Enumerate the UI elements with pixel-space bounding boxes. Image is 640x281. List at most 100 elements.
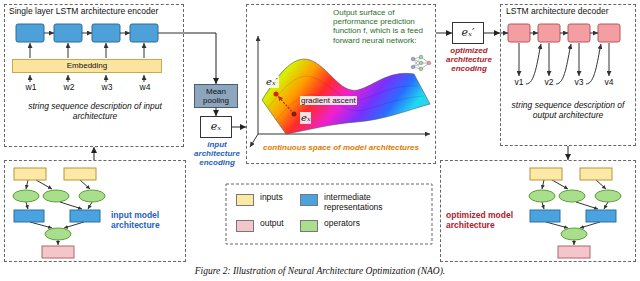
graph-link xyxy=(60,202,82,209)
architecture-panel: optimized model architecture xyxy=(440,160,636,262)
icon-neuron xyxy=(411,65,415,69)
input-block xyxy=(14,168,46,180)
panel-title: LSTM architecture decoder xyxy=(506,7,632,17)
token-label: v4 xyxy=(599,78,619,88)
sequence-note: string sequence description of input arc… xyxy=(15,102,175,122)
flow-arrow xyxy=(184,33,216,84)
token-label: v3 xyxy=(569,78,589,88)
output-arrow xyxy=(609,43,610,76)
recurrent-arrow xyxy=(120,33,130,34)
graph-link xyxy=(26,180,28,189)
encoder-panel: Single layer LSTM architecture encoderw1… xyxy=(4,4,184,147)
input-block xyxy=(64,168,96,180)
token-arrow xyxy=(144,75,145,82)
panel-label: optimized model architecture xyxy=(446,211,518,231)
input-block xyxy=(530,168,562,180)
lstm-cell xyxy=(92,24,120,42)
surface-mesh xyxy=(276,95,424,120)
lstm-cell xyxy=(130,24,158,42)
input-arrow xyxy=(68,43,69,58)
graph-link xyxy=(58,240,59,245)
recurrent-arrow xyxy=(560,33,568,34)
feedback-arrow xyxy=(526,44,541,84)
input-arrow xyxy=(30,43,31,58)
graph-link xyxy=(64,222,84,228)
encoding-caption: input architecture encoding xyxy=(190,140,244,168)
point-label: eₓ xyxy=(300,112,311,124)
figure-caption: Figure 2: Illustration of Neural Archite… xyxy=(0,266,640,276)
hidden-block xyxy=(14,210,44,222)
vector-symbol: eₓ xyxy=(201,121,231,134)
feedback-arrow xyxy=(586,44,601,84)
lstm-cell xyxy=(54,24,82,42)
token-label: v1 xyxy=(509,78,529,88)
operator-node xyxy=(45,228,71,240)
point-marker xyxy=(292,112,297,117)
encoding-box: eₓinput architecture encoding xyxy=(200,116,232,138)
graph-link xyxy=(596,180,606,189)
graph-link xyxy=(88,202,92,209)
flow-arrow xyxy=(484,33,500,34)
flow-arrow xyxy=(436,33,452,34)
legend-swatch xyxy=(236,194,254,206)
operator-node xyxy=(561,228,587,240)
token-arrow xyxy=(30,75,31,82)
lstm-cell xyxy=(508,24,530,42)
operator-node xyxy=(79,190,105,202)
decoder-panel: LSTM architecture decoderv1v2v3v4string … xyxy=(500,4,636,146)
layer-label: Embedding xyxy=(13,61,161,70)
pooling-box: Mean pooling xyxy=(194,84,238,108)
operator-node xyxy=(43,190,69,202)
graph-link xyxy=(546,222,568,228)
point-label: eₓ′ xyxy=(265,76,279,88)
input-wire xyxy=(500,33,508,34)
token-label: w4 xyxy=(135,83,155,93)
output-block xyxy=(558,246,590,258)
legend-swatch xyxy=(300,220,318,232)
icon-neuron xyxy=(427,61,431,65)
graph-link xyxy=(26,202,28,209)
flow-arrow xyxy=(216,108,217,116)
input-block xyxy=(580,168,612,180)
axis xyxy=(250,134,258,147)
panel-title: Single layer LSTM architecture encoder xyxy=(9,7,181,17)
step-label: gradient ascent xyxy=(300,96,357,105)
legend-swatch xyxy=(236,220,254,232)
output-block xyxy=(42,246,74,258)
recurrent-arrow xyxy=(590,33,598,34)
graph-link xyxy=(604,202,608,209)
graph-link xyxy=(574,240,575,245)
lstm-cell xyxy=(16,24,44,42)
recurrent-arrow xyxy=(530,33,538,34)
output-arrow xyxy=(519,43,520,76)
icon-neuron xyxy=(419,67,423,71)
token-arrow xyxy=(106,75,107,82)
embedding-layer: Embedding xyxy=(12,59,162,73)
lstm-cell xyxy=(598,24,620,42)
operator-node xyxy=(529,190,555,202)
hidden-block xyxy=(70,210,100,222)
encoding-box: eₓ′optimized architecture encoding xyxy=(452,22,484,44)
graph-link xyxy=(580,222,600,228)
search-space-panel: Output surface of performance prediction… xyxy=(246,4,436,164)
graph-link xyxy=(80,180,90,189)
lstm-cell xyxy=(538,24,560,42)
icon-neuron xyxy=(411,57,415,61)
token-label: v2 xyxy=(539,78,559,88)
input-arrow xyxy=(106,43,107,58)
recurrent-arrow xyxy=(82,33,92,34)
token-label: w2 xyxy=(59,83,79,93)
box-label: Mean pooling xyxy=(195,87,237,105)
graph-link xyxy=(552,180,568,189)
output-wire xyxy=(158,33,184,34)
graph-link xyxy=(576,202,598,209)
graph-link xyxy=(542,180,544,189)
space-caption: continuous space of model architectures xyxy=(249,143,433,152)
icon-neuron xyxy=(419,55,423,59)
legend-frame xyxy=(226,184,432,244)
hidden-block xyxy=(530,210,560,222)
feedback-arrow xyxy=(556,44,571,84)
icon-neuron xyxy=(419,61,423,65)
axis xyxy=(258,134,430,135)
